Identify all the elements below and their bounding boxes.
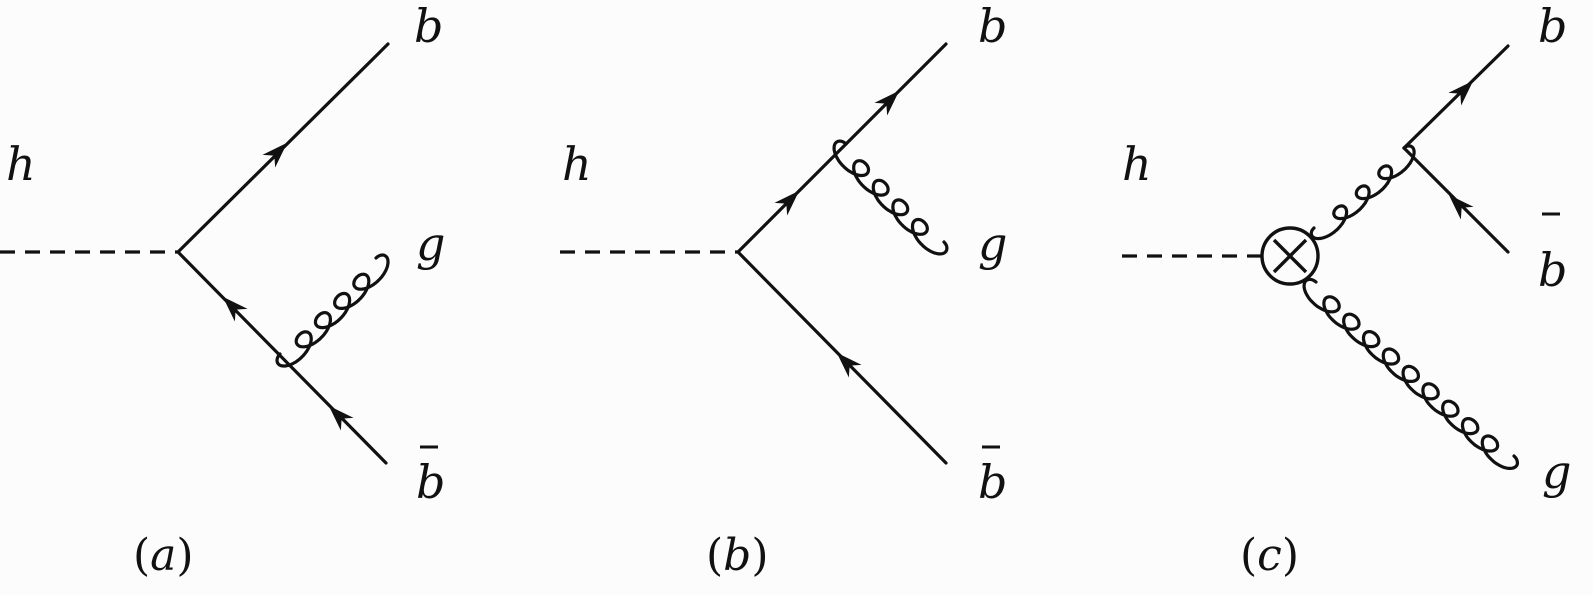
caption-open: ( — [1240, 530, 1257, 581]
caption-letter: c — [1257, 530, 1282, 581]
caption-b: (b) — [706, 530, 769, 581]
effective-vertex-cross — [1272, 238, 1308, 274]
gluon-label: g — [1542, 445, 1571, 499]
quark-label: b — [414, 0, 443, 53]
higgs-label: h — [1122, 137, 1152, 191]
caption-close: ) — [176, 530, 193, 581]
diagram-c: h b b g (c) — [1122, 0, 1571, 581]
caption-c: (c) — [1240, 530, 1299, 581]
antiquark-arrow-icon — [1448, 194, 1474, 220]
gluon-line — [1309, 144, 1416, 241]
antiquark-label: b — [1538, 243, 1567, 297]
antiquark-arrow-icon — [222, 296, 248, 322]
gluon-line — [275, 253, 390, 368]
quark-label: b — [1538, 0, 1567, 53]
quark-line — [736, 42, 948, 254]
quark-arrow-icon — [262, 142, 288, 168]
gluon-label: g — [416, 217, 445, 271]
quark-arrow-icon — [1448, 80, 1474, 106]
diagram-b: h b g b (b) — [560, 0, 1007, 581]
higgs-label: h — [6, 137, 36, 191]
gluon-label: g — [978, 217, 1007, 271]
gluon-line — [1302, 277, 1519, 470]
antiquark-arrow-icon — [836, 352, 862, 378]
antiquark-arrow-icon — [328, 405, 354, 431]
caption-letter: b — [723, 530, 751, 581]
quark-arrow-icon — [874, 90, 900, 116]
gluon-line — [832, 139, 949, 256]
quark-label: b — [978, 0, 1007, 53]
caption-open: ( — [706, 530, 723, 581]
caption-open: ( — [133, 530, 150, 581]
higgs-label: h — [562, 137, 592, 191]
caption-letter: a — [150, 530, 176, 581]
antiquark-label: b — [978, 455, 1007, 509]
diagram-a: h b g b (a) — [0, 0, 445, 581]
antiquark-line — [176, 250, 388, 465]
caption-close: ) — [751, 530, 768, 581]
quark-line — [1402, 44, 1510, 150]
antiquark-label: b — [416, 455, 445, 509]
quark-arrow-icon — [774, 190, 800, 216]
caption-close: ) — [1282, 530, 1299, 581]
caption-a: (a) — [133, 530, 194, 581]
